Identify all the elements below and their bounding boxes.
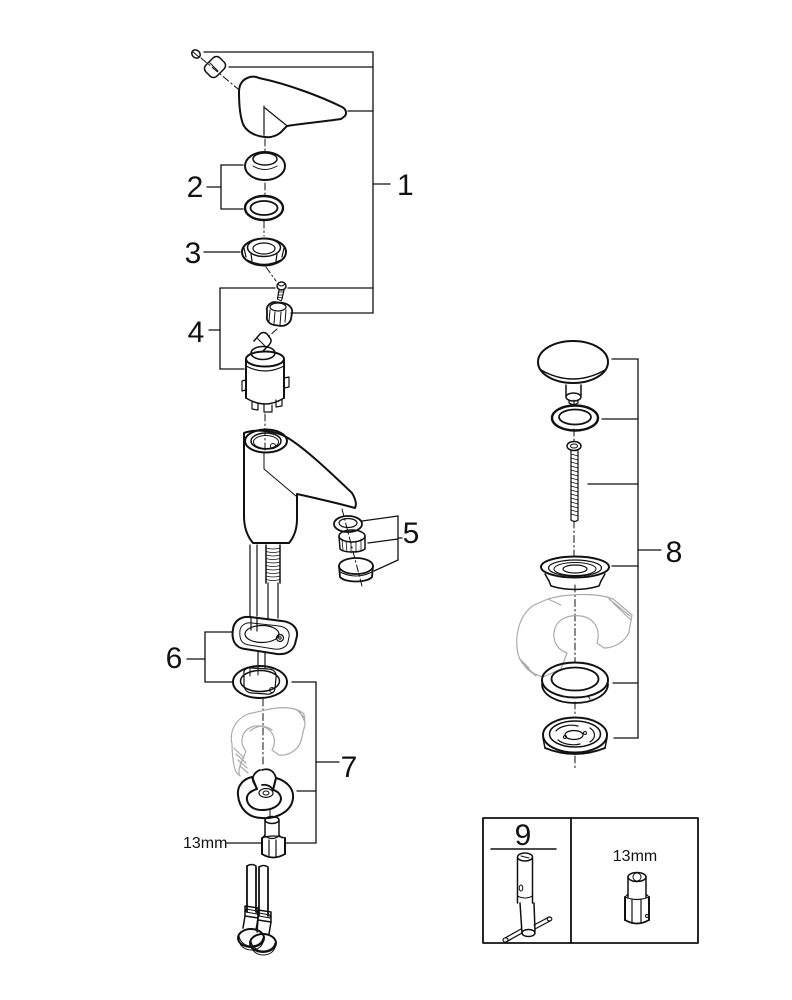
callout-5-bracket <box>361 515 403 572</box>
callout-7-bracket <box>284 681 340 844</box>
legend-box <box>482 817 699 944</box>
part-5-aerator-insert <box>338 529 366 554</box>
tool-9-socket-wrench <box>502 852 553 943</box>
part-8-drain-plug-cap <box>537 340 609 406</box>
callout-6-bracket <box>186 631 234 683</box>
part-4-screw <box>276 281 287 302</box>
callout-9-label: 9 <box>515 819 532 852</box>
part-2-cap-ring <box>244 151 286 181</box>
callout-3-label: 3 <box>185 237 202 270</box>
part-5-washer <box>333 515 363 533</box>
part-7-mounting-nut-13mm <box>261 815 286 859</box>
callout-1-label: 1 <box>397 169 414 202</box>
callout-4-label: 4 <box>188 316 205 349</box>
callout-6-label: 6 <box>166 642 183 675</box>
part-faucet-body <box>243 428 357 619</box>
part-6-mounting-ring <box>232 665 288 699</box>
part-7-mounting-clamp <box>236 768 295 820</box>
part-handle-screw <box>191 49 201 59</box>
callout-8-bracket <box>587 358 662 739</box>
part-handle-lever <box>238 75 347 139</box>
tool-13mm-socket <box>624 871 650 925</box>
part-2-o-ring <box>243 194 285 222</box>
part-3-mounting-nut <box>241 237 287 267</box>
callout-5-label: 5 <box>403 517 420 550</box>
part-4-cap <box>265 301 294 327</box>
part-7-sink-cutaway <box>230 707 306 777</box>
callout-4-bracket <box>208 287 374 370</box>
part-8-screw-rod <box>566 440 582 523</box>
part-6-base-plate <box>231 615 299 669</box>
part-handle-pin <box>203 55 227 79</box>
part-8-washer <box>541 661 609 704</box>
wrench-size-box-label: 13mm <box>613 848 657 865</box>
callout-7-label: 7 <box>341 751 358 784</box>
part-8-drain-locknut <box>542 716 608 755</box>
part-8-o-ring <box>550 404 600 432</box>
part-8-sink-cutaway <box>516 593 633 678</box>
part-4-cartridge <box>241 331 290 413</box>
wrench-size-label: 13mm <box>183 835 227 852</box>
callout-1-bracket <box>203 51 391 314</box>
callout-2-bracket <box>206 164 244 210</box>
part-5-aerator-housing <box>338 557 374 583</box>
part-8-drain-flange <box>540 555 610 591</box>
part-supply-hoses <box>237 863 277 956</box>
callout-2-label: 2 <box>187 171 204 204</box>
callout-8-label: 8 <box>666 536 683 569</box>
